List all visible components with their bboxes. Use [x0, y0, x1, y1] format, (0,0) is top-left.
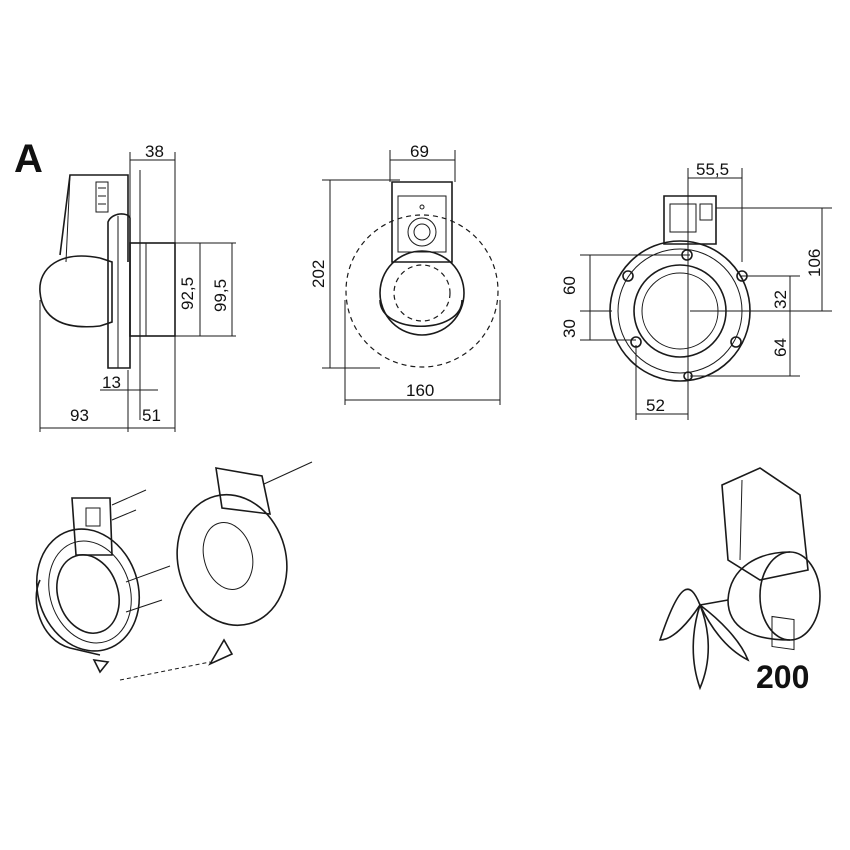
- thruster-perspective: [658, 467, 821, 691]
- dim-bottom-offset: 52: [646, 396, 665, 415]
- rear-bracket: [663, 195, 717, 245]
- cover-bracket: [215, 467, 272, 515]
- side-connector-icon: [95, 181, 109, 213]
- arrow-icon: [92, 658, 110, 674]
- thruster-connector-icon: [771, 615, 795, 651]
- front-bracket: [391, 181, 453, 263]
- rear-bolt-lower-right: [730, 336, 742, 348]
- dim-bracket-width: 69: [410, 142, 429, 161]
- side-flange: [107, 213, 131, 369]
- dim-width: 160: [406, 381, 434, 400]
- side-view: [39, 152, 236, 432]
- panel-letter: A: [14, 137, 43, 181]
- dim-hole-spacing-lower: 64: [771, 338, 790, 357]
- dim-bracket-height: 106: [805, 249, 824, 277]
- dim-hole-spacing-upper: 32: [771, 290, 790, 309]
- front-view: [322, 150, 501, 405]
- model-label: 200: [756, 659, 809, 695]
- dim-upper-hole: 60: [560, 276, 579, 295]
- dim-lower-hole: 30: [560, 319, 579, 338]
- dim-tunnel-depth: 51: [142, 406, 161, 425]
- dim-bracket-offset: 55,5: [696, 160, 729, 179]
- exploded-assembly: [35, 461, 313, 681]
- propeller-blade: [658, 588, 701, 641]
- side-housing: [59, 174, 129, 262]
- assembly-flange: [35, 528, 141, 652]
- screw-icon: [111, 489, 147, 506]
- front-tunnel-ring: [379, 250, 465, 336]
- side-dome: [39, 255, 101, 328]
- front-gear-icon: [407, 217, 437, 247]
- arrow-icon: [208, 638, 234, 666]
- assembly-bracket: [71, 497, 113, 556]
- dim-inner-diameter: 92,5: [178, 277, 197, 310]
- screw-icon: [125, 599, 163, 613]
- thruster-motor: [721, 467, 809, 581]
- propeller-blade: [692, 602, 710, 691]
- dim-height: 202: [309, 260, 328, 288]
- propeller-blade: [699, 604, 750, 662]
- rear-view: [580, 168, 832, 420]
- screw-icon: [111, 509, 137, 521]
- screw-icon: [263, 461, 313, 485]
- dim-motor-depth: 93: [70, 406, 89, 425]
- dim-flange-width: 38: [145, 142, 164, 161]
- screw-icon: [125, 565, 171, 583]
- dim-outer-diameter: 99,5: [211, 279, 230, 312]
- dim-flange-thickness: 13: [102, 373, 121, 392]
- rear-bolt-left: [622, 270, 634, 282]
- assembly-cover: [176, 493, 288, 627]
- side-tunnel: [129, 242, 176, 337]
- thruster-hub: [759, 551, 821, 641]
